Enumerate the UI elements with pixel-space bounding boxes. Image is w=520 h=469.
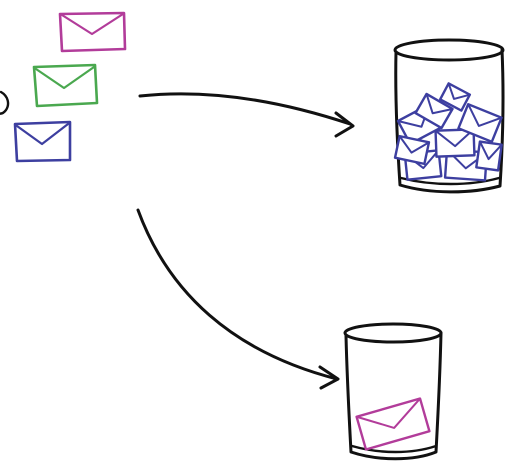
lower-bin-envelope: [355, 397, 431, 451]
envelope-blue-flap: [15, 122, 70, 146]
upper-bin-envelope-body: [457, 103, 503, 143]
lower-bin-envelope-flap: [356, 397, 421, 429]
upper-bin-envelope-body: [475, 140, 503, 172]
arrow-lower-head: [318, 365, 340, 390]
upper-bin-envelope: [438, 82, 472, 112]
arrow-upper-shaft: [138, 92, 352, 126]
upper-bin-envelope-flap: [447, 83, 471, 100]
upper-bin-envelopes: [393, 82, 503, 182]
lower-bin: [343, 322, 443, 461]
arrow-upper-head: [334, 111, 355, 138]
upper-bin-envelope: [475, 140, 503, 172]
upper-bin-envelope-body: [438, 82, 472, 112]
upper-bin-envelope-body: [393, 134, 431, 166]
upper-bin-envelope: [457, 103, 503, 143]
upper-bin-rim: [393, 38, 505, 62]
upper-bin-envelope: [393, 134, 431, 166]
arrow-to-upper-bin: [138, 92, 355, 138]
lower-bin-envelope-body: [355, 397, 431, 451]
lower-bin-base: [350, 444, 438, 454]
upper-bin-body: [394, 48, 505, 194]
source-envelope-magenta: [58, 11, 127, 53]
upper-bin-envelope-flap: [479, 141, 503, 161]
upper-bin-envelope-body: [414, 92, 454, 130]
lower-bin-rim: [343, 322, 443, 344]
upper-bin-envelope-flap: [467, 103, 502, 127]
envelope-green-flap: [34, 65, 96, 90]
arrow-lower-shaft: [136, 208, 339, 381]
arrow-to-lower-bin: [136, 208, 340, 390]
upper-bin-envelope: [414, 92, 454, 130]
source-envelope-blue: [13, 120, 72, 163]
source-envelope-green: [32, 63, 99, 108]
partial-stroke: [0, 90, 10, 115]
lower-bin-body: [344, 331, 443, 461]
upper-bin: [393, 38, 505, 194]
upper-bin-envelope: [434, 128, 476, 158]
upper-bin-envelope-flap: [398, 135, 430, 154]
upper-bin-envelope-flap: [425, 93, 453, 115]
lower-bin-envelopes: [355, 397, 431, 451]
envelope-magenta-flap: [60, 12, 125, 36]
upper-bin-envelope-flap: [434, 128, 475, 148]
